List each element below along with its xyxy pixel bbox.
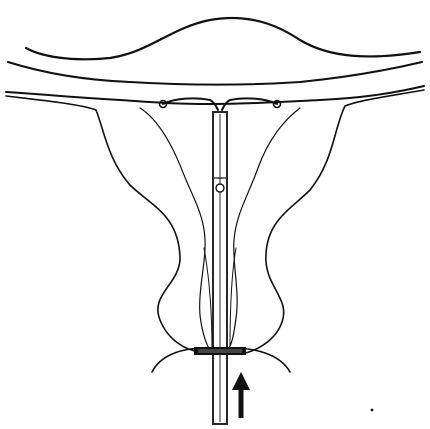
- left-cavity-wall-inner: [140, 108, 210, 350]
- right-cavity-wall-inner: [228, 108, 300, 350]
- uterine-fundus-outline: [26, 18, 420, 59]
- left-uterine-wall-outer: [6, 96, 200, 352]
- uterine-cavity-upper-line: [8, 62, 422, 85]
- iud-stem-bead: [216, 184, 224, 192]
- inserter-flange-highlight: [198, 349, 242, 353]
- right-uterine-wall-outer: [240, 90, 424, 354]
- insertion-direction-arrow-icon: [232, 372, 250, 418]
- stray-mark: [371, 409, 374, 412]
- cervical-canal-left: [204, 248, 212, 350]
